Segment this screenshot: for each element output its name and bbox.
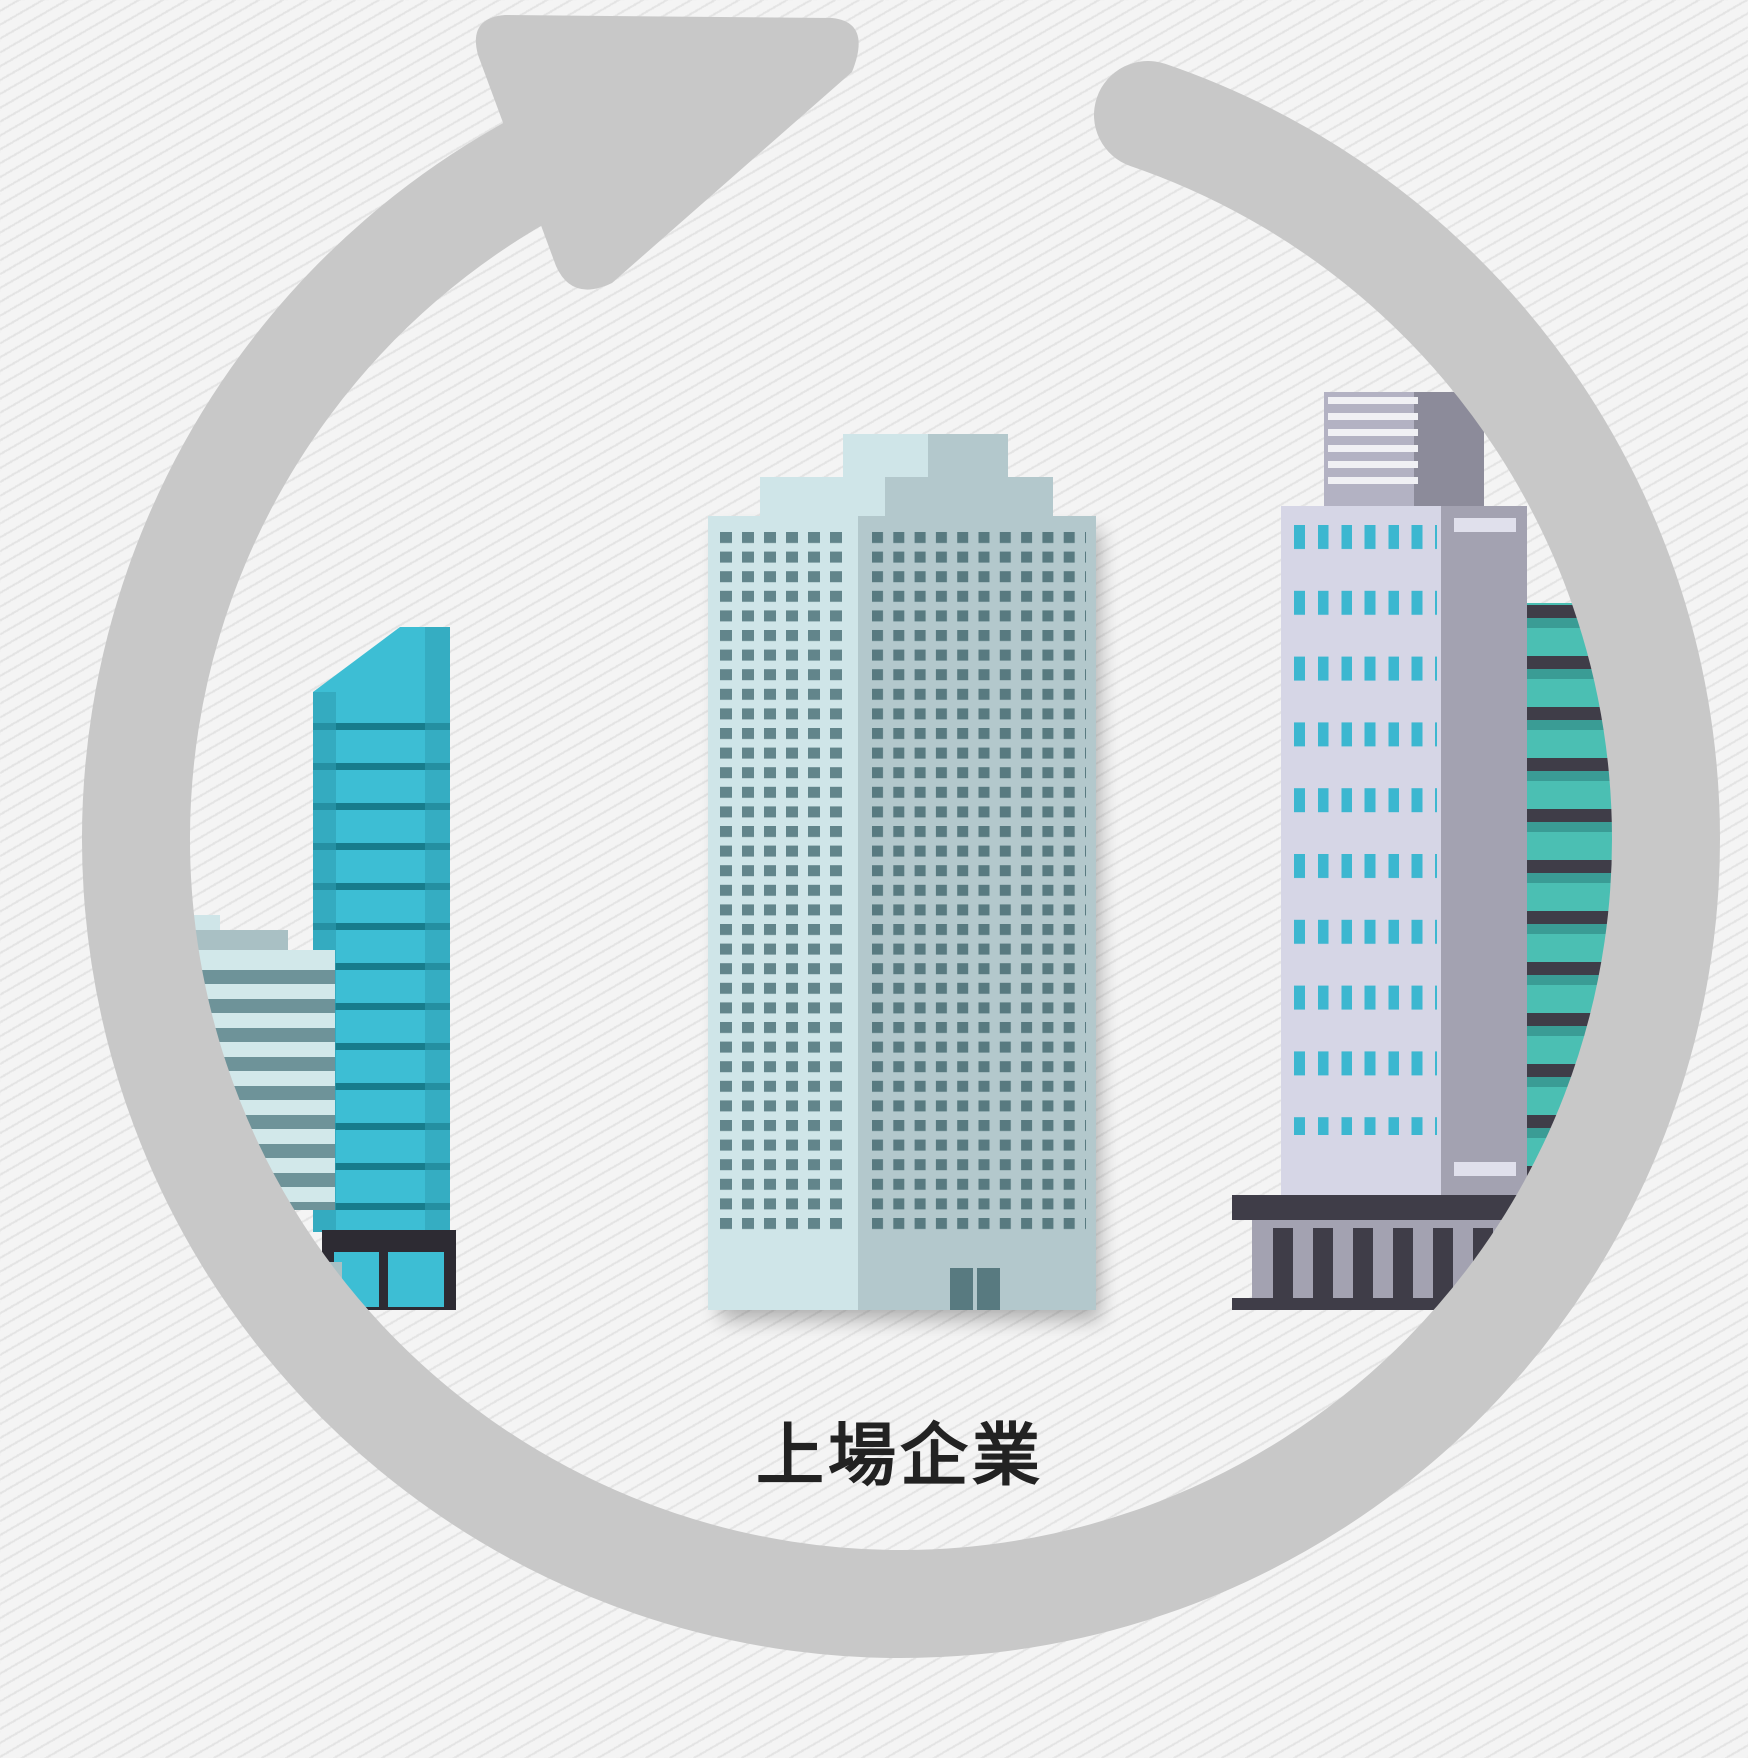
caption-listed-companies: 上場企業 [755, 1417, 1044, 1496]
circular-arrow-icon [82, 15, 1720, 1658]
center-skyscraper-icon [708, 434, 1100, 1320]
